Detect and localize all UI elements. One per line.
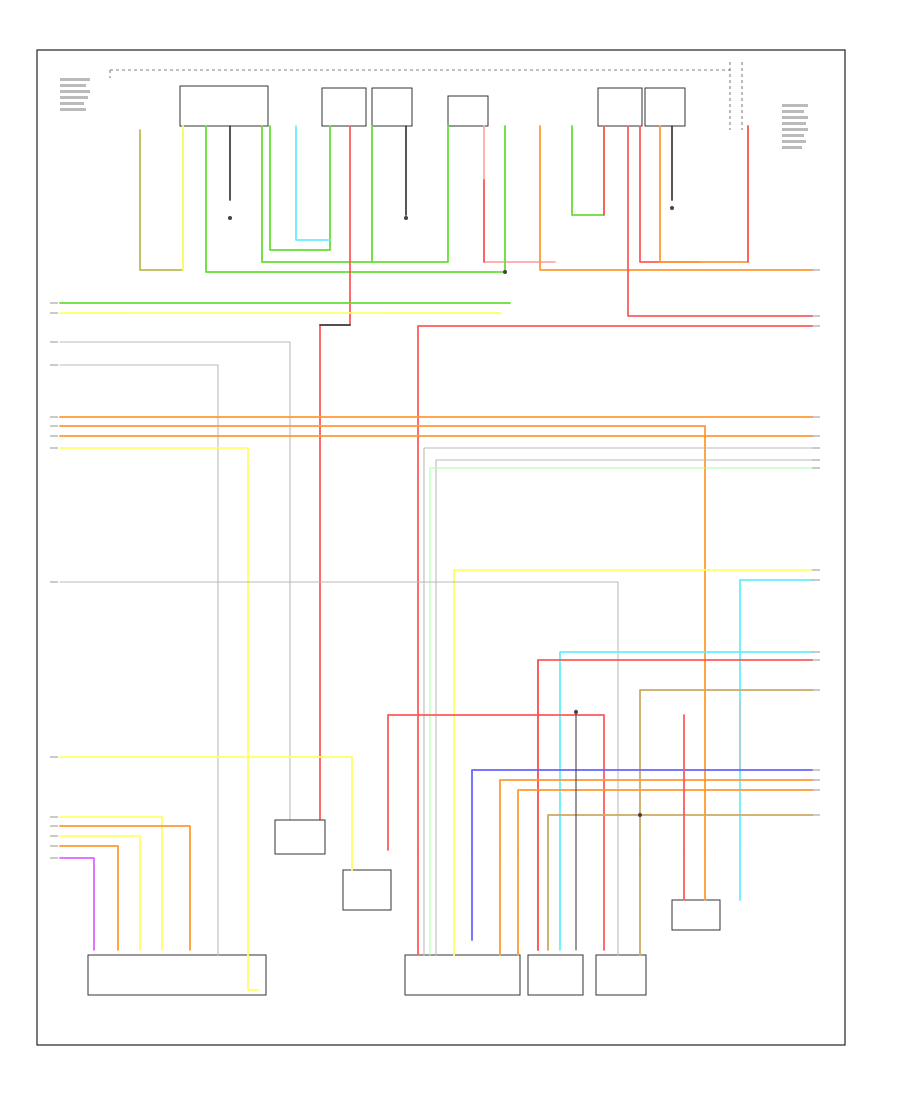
left-connector-ticks: [50, 302, 58, 859]
relay-4: [597, 87, 643, 127]
switch-block-1: [274, 819, 326, 855]
sensor-wires: [387, 651, 813, 951]
main-module-left: [87, 954, 267, 996]
splice-junction-3: [574, 710, 578, 714]
splice-junction-1: [503, 270, 507, 274]
lower-vertical-wires: [217, 849, 741, 991]
top-vertical-wires: [139, 125, 813, 851]
fuse-panel-header: [109, 62, 743, 130]
ground-symbols-top: [228, 206, 674, 220]
top-components: [60, 78, 808, 149]
relay-5: [644, 87, 686, 127]
red-feed-wire: [417, 325, 813, 851]
middle-bundle: [59, 416, 813, 851]
module-box-1: [447, 95, 489, 127]
relay-1: [179, 85, 269, 127]
sensor-module-right: [595, 954, 647, 996]
top-right-text-block: [782, 104, 808, 149]
main-module-center: [404, 954, 521, 996]
switch-block-right: [671, 899, 721, 931]
lower-components: [87, 819, 721, 996]
right-connector-ticks: [812, 269, 820, 816]
left-buses: [59, 302, 511, 851]
relay-2: [321, 87, 367, 127]
lower-left-bus: [59, 756, 353, 951]
splice-junction-2: [638, 813, 642, 817]
top-left-text-block: [60, 78, 90, 111]
relay-3: [371, 87, 413, 127]
diagram-frame: [36, 49, 846, 1046]
sensor-module-center: [527, 954, 584, 996]
sensor-module-1: [342, 869, 392, 911]
